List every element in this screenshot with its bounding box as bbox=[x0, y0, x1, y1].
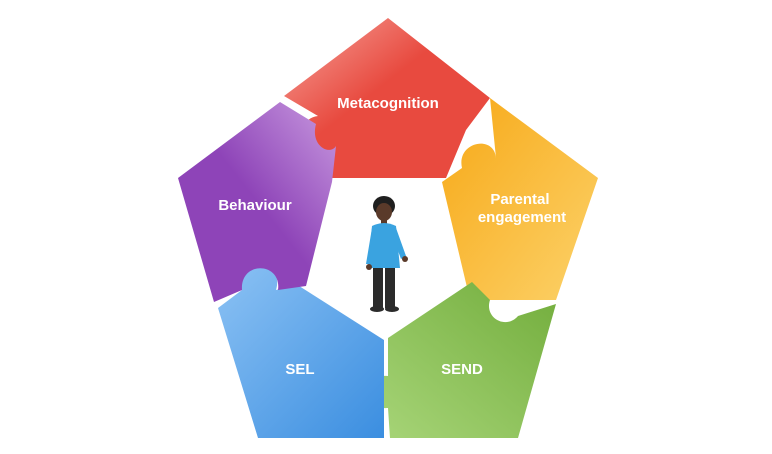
piece-metacognition-label: Metacognition bbox=[337, 95, 439, 112]
person-leg-left bbox=[373, 268, 383, 308]
piece-send: SEND bbox=[361, 282, 556, 438]
piece-sel-shape bbox=[218, 264, 384, 438]
person-arm-left bbox=[366, 228, 377, 264]
person-leg-right bbox=[385, 268, 395, 308]
piece-send-label: SEND bbox=[441, 361, 483, 378]
piece-behaviour-shape bbox=[178, 102, 336, 302]
piece-metacognition: Metacognition bbox=[284, 18, 490, 178]
piece-behaviour: Behaviour bbox=[178, 102, 336, 302]
piece-parental-engagement-label: Parental engagement bbox=[478, 191, 566, 226]
person-face bbox=[376, 203, 392, 221]
person-icon bbox=[366, 196, 408, 312]
person-foot-right bbox=[385, 306, 399, 312]
piece-sel: SEL bbox=[218, 264, 384, 438]
person-hand-right bbox=[402, 256, 408, 262]
person-arm-right bbox=[392, 228, 406, 259]
person-neck bbox=[381, 219, 387, 224]
piece-send-shape bbox=[361, 282, 556, 438]
person-hand-left bbox=[366, 264, 372, 270]
piece-behaviour-label: Behaviour bbox=[218, 197, 292, 214]
piece-metacognition-shape bbox=[284, 18, 490, 178]
piece-sel-label: SEL bbox=[285, 361, 314, 378]
person-foot-left bbox=[370, 306, 384, 312]
piece-parental-engagement: Parental engagement bbox=[442, 98, 598, 300]
piece-parental-engagement-shape bbox=[442, 98, 598, 300]
